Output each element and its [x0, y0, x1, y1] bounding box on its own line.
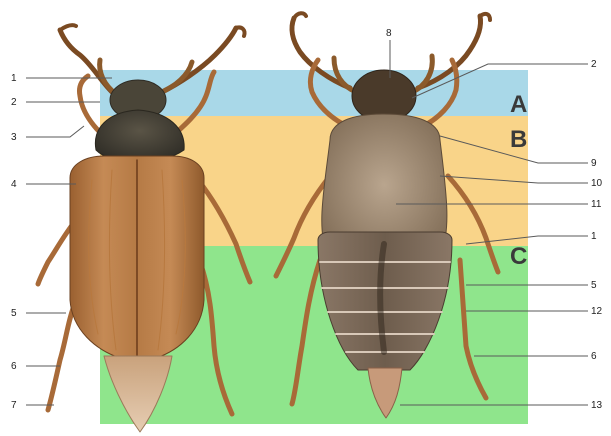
label-right-1: 1	[591, 231, 597, 242]
segment-letter-c: C	[510, 243, 527, 270]
label-left-6: 6	[11, 361, 17, 372]
segment-letter-a: A	[510, 91, 527, 118]
label-left-1: 1	[11, 73, 17, 84]
label-left-7: 7	[11, 400, 17, 411]
right-labels: 2 9 10 11 1 5 12 6 13	[591, 59, 603, 411]
dorsal-hind-leg-left	[48, 300, 76, 410]
label-right-5: 5	[591, 280, 597, 291]
label-left-5: 5	[11, 308, 17, 319]
label-left-3: 3	[11, 132, 17, 143]
label-right-6: 6	[591, 351, 597, 362]
label-top-8: 8	[386, 28, 392, 39]
label-right-12: 12	[591, 306, 603, 317]
leader-left-3	[26, 126, 84, 137]
label-left-4: 4	[11, 179, 17, 190]
label-right-2: 2	[591, 59, 597, 70]
label-right-11: 11	[591, 199, 602, 210]
label-right-9: 9	[591, 158, 597, 169]
segment-letter-b: B	[510, 126, 527, 153]
label-right-13: 13	[591, 400, 603, 411]
label-right-10: 10	[591, 178, 603, 189]
left-labels: 1 2 3 4 5 6 7	[11, 73, 17, 411]
label-left-2: 2	[11, 97, 17, 108]
